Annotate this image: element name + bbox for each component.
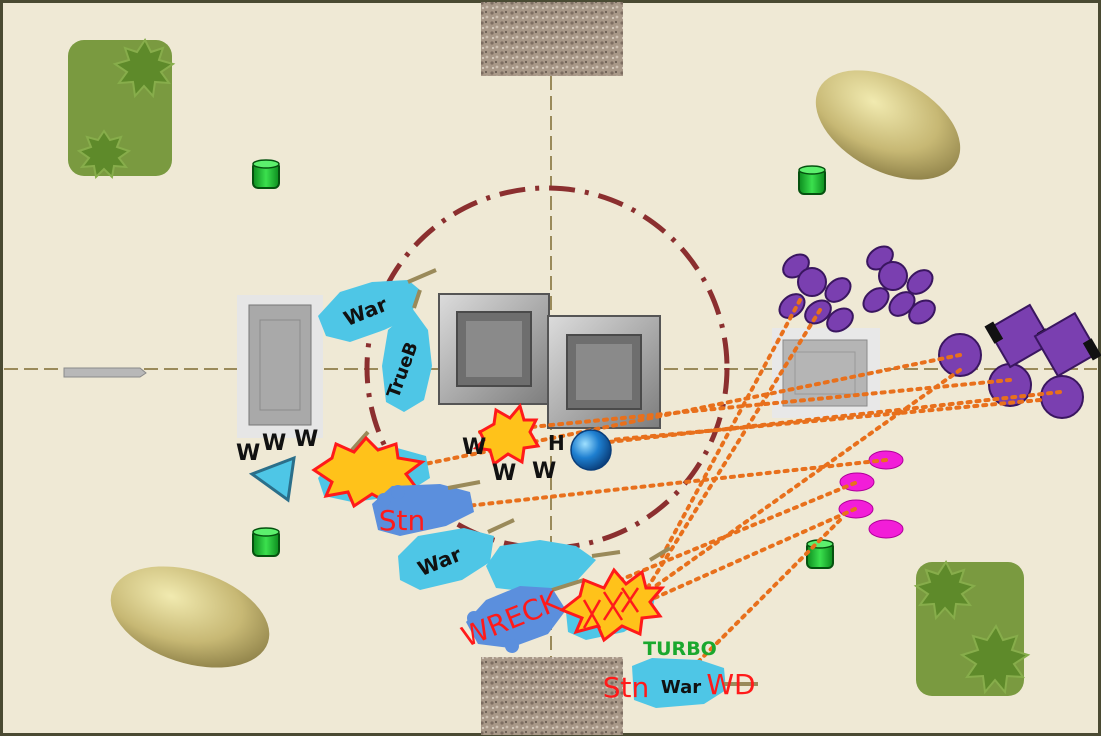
triangle-marker-icon[interactable] [248, 455, 296, 503]
ball-icon[interactable] [570, 429, 612, 471]
ally-vehicle-burning-right[interactable] [559, 546, 672, 643]
wound-marker: W [262, 431, 286, 456]
ally-vehicle-wreck[interactable]: WRECK [457, 578, 585, 654]
objective-marker-icon[interactable] [252, 159, 280, 189]
forest-bottom-right [913, 560, 1031, 696]
ally-vehicle-trueb[interactable]: TrueB [382, 289, 432, 412]
wound-marker: W [462, 435, 486, 460]
boulder-bottom-left [110, 566, 270, 668]
wound-marker: W [236, 441, 260, 466]
wound-marker: W [492, 461, 516, 486]
ally-vehicle-turbo[interactable]: TURBO Stn War WD [603, 638, 758, 708]
status-label-wd: WD [706, 668, 755, 701]
building-block-right [772, 328, 880, 418]
vehicle-label-war-bottom: War [661, 677, 701, 698]
explosion-icon [472, 402, 541, 467]
status-label-turbo: TURBO [643, 638, 717, 660]
danger-zone-circle [364, 185, 730, 551]
objective-marker-icon[interactable] [806, 539, 834, 569]
low-wall-left [63, 367, 147, 378]
wound-markers: W W W W W W H [236, 427, 565, 486]
wound-marker: W [294, 427, 318, 452]
wound-marker: W [532, 459, 556, 484]
objective-marker-icon[interactable] [252, 527, 280, 557]
status-label-stn-bottom: Stn [603, 671, 650, 704]
gravel-zone-top [481, 2, 623, 76]
building-block-tall-left [237, 295, 323, 438]
ally-vehicle-war-top[interactable]: War [318, 268, 437, 342]
ally-vehicle-war-mid[interactable]: War [398, 518, 515, 590]
building-block-center-1 [438, 293, 550, 405]
enemy-squad-right[interactable] [938, 300, 1101, 419]
building-block-center-2 [547, 315, 661, 429]
objective-marker-icon[interactable] [798, 165, 826, 195]
h-marker: H [548, 431, 565, 455]
ally-vehicle-center[interactable] [486, 540, 621, 592]
boulder-top-right [815, 70, 961, 180]
ally-vehicle-stn[interactable]: Stn [372, 480, 481, 537]
status-label-stn-left: Stn [379, 504, 426, 537]
forest-top-left [68, 38, 176, 180]
gravel-zone-bottom [481, 657, 623, 735]
